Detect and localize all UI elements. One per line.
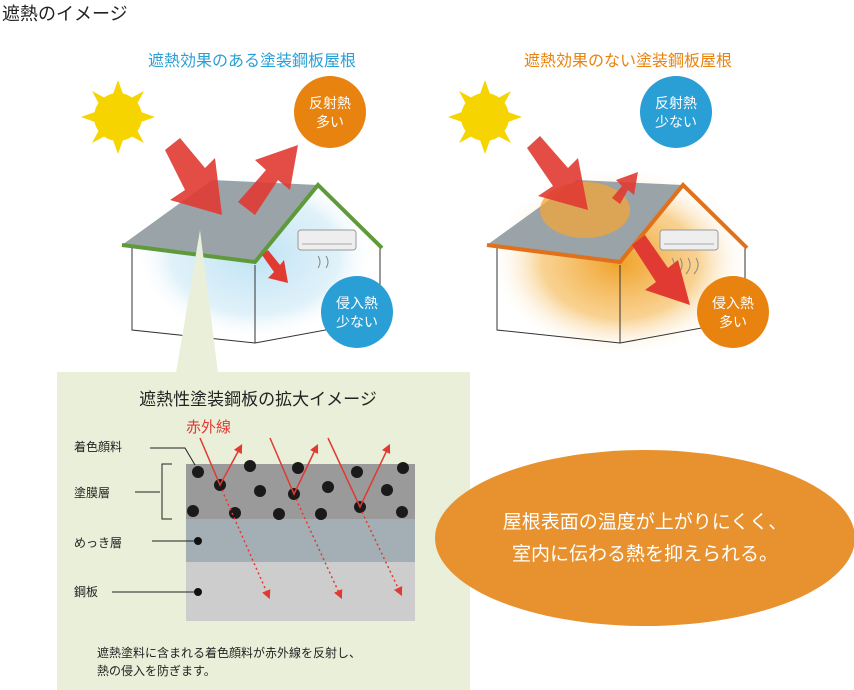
intrusion-heat-badge: 侵入熱 少ない [321,276,393,348]
pigment-particles [187,460,409,520]
roof-edge [121,182,384,265]
incoming-heat-arrow [527,136,588,210]
steel-layer [186,562,415,621]
reflected-heat-badge: 反射熱 少ない [640,76,712,148]
svg-text:反射熱: 反射熱 [655,96,697,112]
detail-heading: 遮熱性塗装鋼板の拡大イメージ [139,389,377,410]
label-steel: 鋼板 [74,585,98,599]
svg-text:反射熱: 反射熱 [309,96,351,112]
label-plating: めっき層 [74,536,122,550]
plating-layer [186,519,415,562]
air-conditioner-icon [297,229,357,269]
left-heading: 遮熱効果のある塗装鋼板屋根 [148,51,356,70]
label-pigment: 着色顔料 [74,439,122,454]
reflected-heat-arrow [612,172,638,204]
reflected-heat-arrow [238,145,298,215]
conclusion-bubble: 屋根表面の温度が上がりにくく、 室内に伝わる熱を抑えられる。 [435,450,854,626]
leader-lines [112,447,198,593]
sun-icon [81,80,155,154]
roof-edge [486,182,749,265]
left-house: 遮熱効果のある塗装鋼板屋根 反射熱 多い 侵入熱 少ない [81,51,393,348]
intrusion-heat-arrow [262,250,288,283]
svg-text:侵入熱: 侵入熱 [336,295,378,312]
infrared-label: 赤外線 [186,418,231,436]
svg-text:少ない: 少ない [336,315,378,331]
reflected-heat-badge: 反射熱 多い [294,76,366,148]
roof [122,180,318,262]
detail-panel: 遮熱性塗装鋼板の拡大イメージ 赤外線 着色顔料 塗膜層 めっき層 鋼板 [57,230,470,690]
infrared-rays [199,437,403,600]
page-title: 遮熱のイメージ [2,4,128,25]
caption-line-2: 熱の侵入を防ぎます。 [97,663,216,678]
svg-text:少ない: 少ない [655,115,697,131]
sun-icon [448,80,522,154]
intrusion-heat-badge: 侵入熱 多い [697,276,769,348]
svg-text:多い: 多い [316,114,344,131]
intrusion-heat-arrow [632,235,690,305]
right-heading: 遮熱効果のない塗装鋼板屋根 [524,51,732,70]
caption-line-1: 遮熱塗料に含まれる着色顔料が赤外線を反射し、 [97,645,361,660]
callout-pointer [176,230,218,373]
svg-text:多い: 多い [719,314,747,331]
incoming-heat-arrow [165,138,222,215]
right-house: 遮熱効果のない塗装鋼板屋根 反射熱 少ない 侵入熱 多い [448,51,769,357]
conclusion-line-1: 屋根表面の温度が上がりにくく、 [503,511,788,533]
label-coating: 塗膜層 [74,485,110,500]
svg-text:侵入熱: 侵入熱 [712,295,754,312]
conclusion-line-2: 室内に伝わる熱を抑えられる。 [512,543,778,565]
